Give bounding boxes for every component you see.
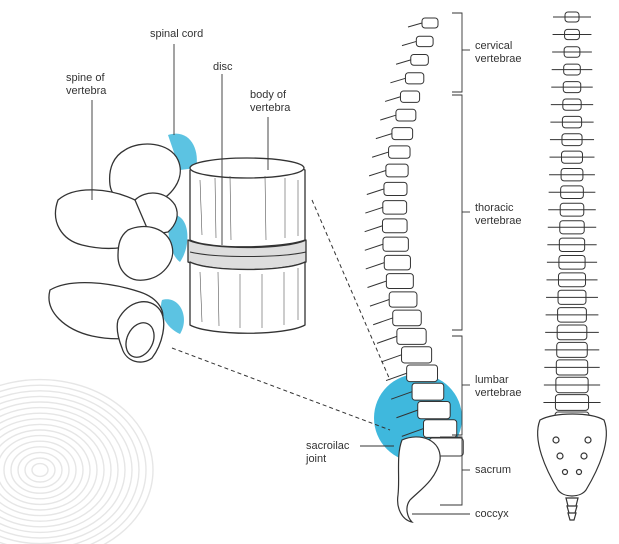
vertebra-side-body (397, 328, 426, 344)
vertebra-side-body (386, 164, 408, 177)
vertebra-side-body (383, 237, 408, 251)
vertebra-side-body (416, 36, 433, 46)
sacrum-front (538, 414, 607, 520)
vertebra-side-body (393, 310, 422, 326)
vertebra-side-body (405, 73, 423, 84)
vertebra-side-process (366, 263, 385, 269)
vertebra-side-process (408, 23, 422, 27)
vertebra-side-body (411, 55, 429, 66)
label-sacrum: sacrum (475, 464, 511, 477)
label-disc: disc (213, 61, 233, 74)
vertebra-side-process (373, 318, 393, 325)
vertebra-side-process (380, 115, 396, 120)
vertebra-side-process (370, 300, 389, 307)
spinal-cord-highlight-bottom (161, 299, 184, 334)
label-spine-of-vertebra: spine of vertebra (66, 72, 106, 98)
fingerprint-watermark (0, 380, 153, 544)
label-spinal-cord: spinal cord (150, 28, 203, 41)
vertebra-side-body (384, 182, 407, 195)
vertebra-side-process (385, 97, 400, 102)
vertebra-side-body (412, 383, 444, 400)
watermark-ring (4, 441, 76, 499)
label-lumbar-vertebrae: lumbar vertebrae (475, 374, 521, 400)
vertebra-side-process (396, 60, 411, 64)
vertebra-side-process (381, 355, 401, 362)
sacrum-side (398, 437, 441, 522)
vertebra-side-body (424, 420, 457, 438)
watermark-ring (0, 436, 83, 505)
bracket-cervical (452, 13, 462, 92)
vertebra-side-process (367, 281, 386, 287)
vertebra-side-body (402, 347, 432, 363)
vertebra-side-body (389, 146, 410, 158)
watermark-ring (25, 458, 55, 482)
watermark-ring (0, 396, 132, 543)
vertebra-side-body (400, 91, 419, 102)
vertebra-side-body (383, 201, 407, 214)
vertebra-side-process (372, 152, 388, 157)
vertebral-body-lower (190, 262, 305, 333)
label-thoracic-vertebrae: thoracic vertebrae (475, 202, 521, 228)
label-cervical-vertebrae: cervical vertebrae (475, 40, 521, 66)
vertebra-side-process (390, 78, 405, 83)
watermark-ring (11, 447, 69, 493)
vertebra-side-body (384, 255, 410, 270)
bracket-thoracic (452, 95, 462, 330)
watermark-ring (32, 464, 48, 477)
vertebra-side-process (402, 41, 416, 45)
vertebra-side-body (422, 18, 438, 28)
watermark-ring (0, 419, 104, 521)
label-sacroiliac-joint: sacroilac joint (306, 440, 349, 466)
vertebra-side-process (365, 207, 382, 213)
lower-spinous-process (118, 227, 173, 281)
label-coccyx: coccyx (475, 508, 509, 521)
vertebra-side-body (386, 274, 413, 289)
spine-front-view (543, 12, 601, 428)
vertebra-side-process (365, 226, 383, 232)
vertebra-side-body (389, 292, 417, 307)
vertebra-side-body (396, 109, 416, 121)
vertebra-side-body (418, 401, 450, 418)
vertebra-side-process (367, 189, 384, 195)
vertebra-side-process (376, 134, 392, 139)
vertebra-side-body (392, 128, 413, 140)
vertebral-body-upper-top (190, 158, 304, 178)
vertebra-side-body (407, 365, 438, 382)
vertebra-side-process (377, 336, 397, 343)
vertebra-side-body (382, 219, 407, 233)
vertebra-side-process (369, 170, 386, 175)
vertebra-side-process (365, 244, 383, 250)
label-body-of-vertebra: body of vertebra (250, 89, 290, 115)
